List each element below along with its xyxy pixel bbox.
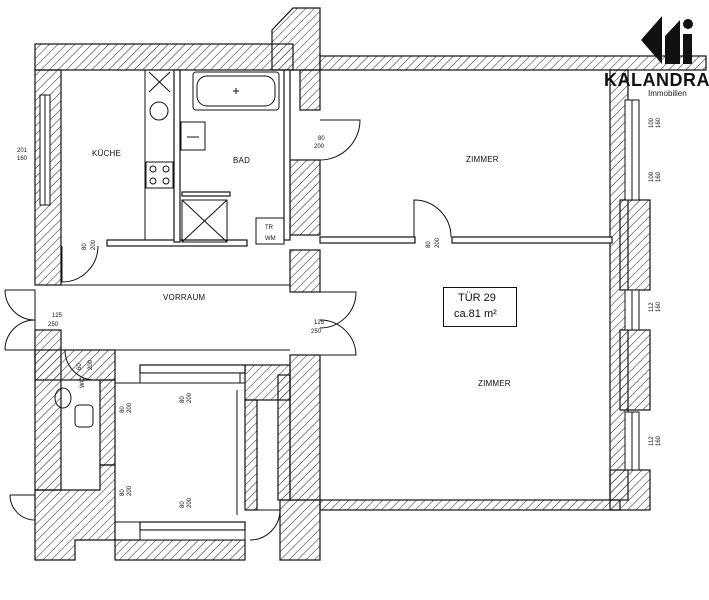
dim-win-r1-a: 100	[649, 117, 655, 128]
wall-wc-top	[34, 349, 116, 381]
washbasin-icon	[180, 121, 206, 151]
room-label-bottom: ZIMMER	[478, 379, 511, 388]
wall-center-top	[299, 69, 321, 111]
partition-shower	[181, 191, 231, 197]
wall-storage-mid	[244, 399, 258, 511]
room-label-kitchen: KÜCHE	[92, 149, 121, 158]
sink-icon	[149, 101, 169, 121]
partition-room-a	[319, 236, 416, 244]
wall-bottom-mid	[279, 499, 321, 561]
dim-hall-door-a: 125	[314, 320, 325, 326]
hall-lines	[61, 284, 291, 523]
entry-door-top	[4, 289, 36, 321]
dim-door-inner-b: 200	[435, 237, 441, 248]
stove-icon	[145, 161, 174, 189]
counter	[144, 69, 175, 241]
wall-center-mid	[289, 249, 321, 293]
wc-basin-icon	[74, 404, 94, 428]
partition-room-b	[451, 236, 613, 244]
wall-wc-right	[99, 379, 116, 466]
room-label-bath: BAD	[233, 156, 250, 165]
door-storage	[249, 509, 281, 541]
door-bottom-left	[9, 494, 36, 521]
dim-storage-b1: 80	[120, 489, 126, 496]
dim-storage-d1: 80	[180, 501, 186, 508]
wall-bottom-right	[319, 499, 621, 511]
room-label-top: ZIMMER	[466, 155, 499, 164]
wall-chimney	[271, 7, 321, 71]
brand-subtitle: Immobilien	[648, 89, 687, 98]
door-kitchen	[61, 245, 99, 283]
dim-door-inner-a: 80	[426, 241, 432, 248]
dim-wc-door-a: 60	[77, 363, 83, 370]
wall-center-lower	[289, 354, 321, 501]
dim-wc-door-b: 200	[88, 359, 94, 370]
door-room-top	[319, 119, 361, 161]
dim-win-r4-a: 112	[649, 436, 655, 446]
dim-storage-c2: 200	[187, 392, 193, 403]
entry-door-bottom	[4, 319, 36, 351]
partitions	[106, 69, 613, 531]
unit-door-label: TÜR 29	[458, 292, 496, 304]
wm-label: WM	[265, 236, 276, 242]
dim-hall-door-b: 250	[311, 329, 322, 335]
door-hall-right-b	[319, 319, 357, 356]
dim-door-kitchen-a: 80	[82, 243, 88, 250]
dim-entry-b: 250	[48, 322, 59, 328]
partition-storage-top	[139, 364, 246, 374]
kitchen-counter	[144, 69, 175, 241]
wc-fixtures	[54, 387, 94, 428]
wall-right-pier	[619, 199, 651, 291]
dim-win-r4-b: 160	[656, 435, 662, 446]
partition-bath-right	[283, 69, 291, 241]
wall-top-left	[34, 43, 294, 71]
dim-win-r2-a: 100	[649, 171, 655, 182]
dim-window-kitchen-b: 160	[17, 156, 28, 162]
dim-door-kitchen-b: 200	[91, 239, 97, 250]
dim-storage-a1: 80	[120, 406, 126, 413]
windows	[39, 94, 640, 541]
dim-door-room-top-a: 80	[318, 136, 325, 142]
dim-win-r3-a: 112	[649, 302, 655, 312]
bathtub-icon	[192, 71, 280, 111]
washer-box	[255, 217, 285, 245]
room-label-hall: VORRAUM	[163, 293, 205, 302]
toilet-icon	[54, 387, 72, 409]
dimension-labels: 201 160 80 200 80 200 80 200 125 250 125…	[17, 117, 662, 508]
door-hall-right	[319, 291, 357, 329]
shower-icon	[181, 199, 228, 243]
dim-storage-c1: 80	[180, 396, 186, 403]
unit-info-box: TÜR 29 ca.81 m²	[443, 287, 517, 327]
dim-storage-a2: 200	[127, 402, 133, 413]
doors	[4, 119, 452, 541]
wall-right-bottom	[609, 469, 651, 511]
window-storage	[139, 529, 246, 541]
room-label-wc: WC	[80, 377, 86, 388]
partition-kitchen-bath	[173, 69, 181, 243]
tr-label: TR	[265, 225, 274, 231]
door-room-inner	[413, 199, 452, 238]
wall-storage-right	[277, 374, 291, 501]
dim-storage-d2: 200	[187, 497, 193, 508]
wall-top-right	[319, 55, 707, 71]
dim-entry-a: 125	[52, 313, 63, 319]
brand-name: KALANDRA	[604, 70, 709, 90]
dim-window-kitchen-a: 201	[17, 148, 28, 154]
partition-storage-bottom	[139, 521, 246, 531]
kalandra-logo-icon	[641, 16, 693, 64]
door-wc	[64, 349, 96, 381]
dim-win-r1-b: 160	[656, 117, 662, 128]
bath-fixtures	[180, 71, 285, 245]
dim-win-r3-b: 160	[656, 301, 662, 312]
dim-win-r2-b: 160	[656, 171, 662, 182]
wall-right-pier2	[619, 329, 651, 411]
dim-door-room-top-b: 200	[314, 144, 325, 150]
wall-center-upper	[289, 159, 321, 236]
unit-area-label: ca.81 m²	[454, 308, 497, 320]
window-storage-top	[139, 372, 241, 384]
dim-storage-b2: 200	[127, 485, 133, 496]
wall-bottom	[114, 539, 246, 561]
